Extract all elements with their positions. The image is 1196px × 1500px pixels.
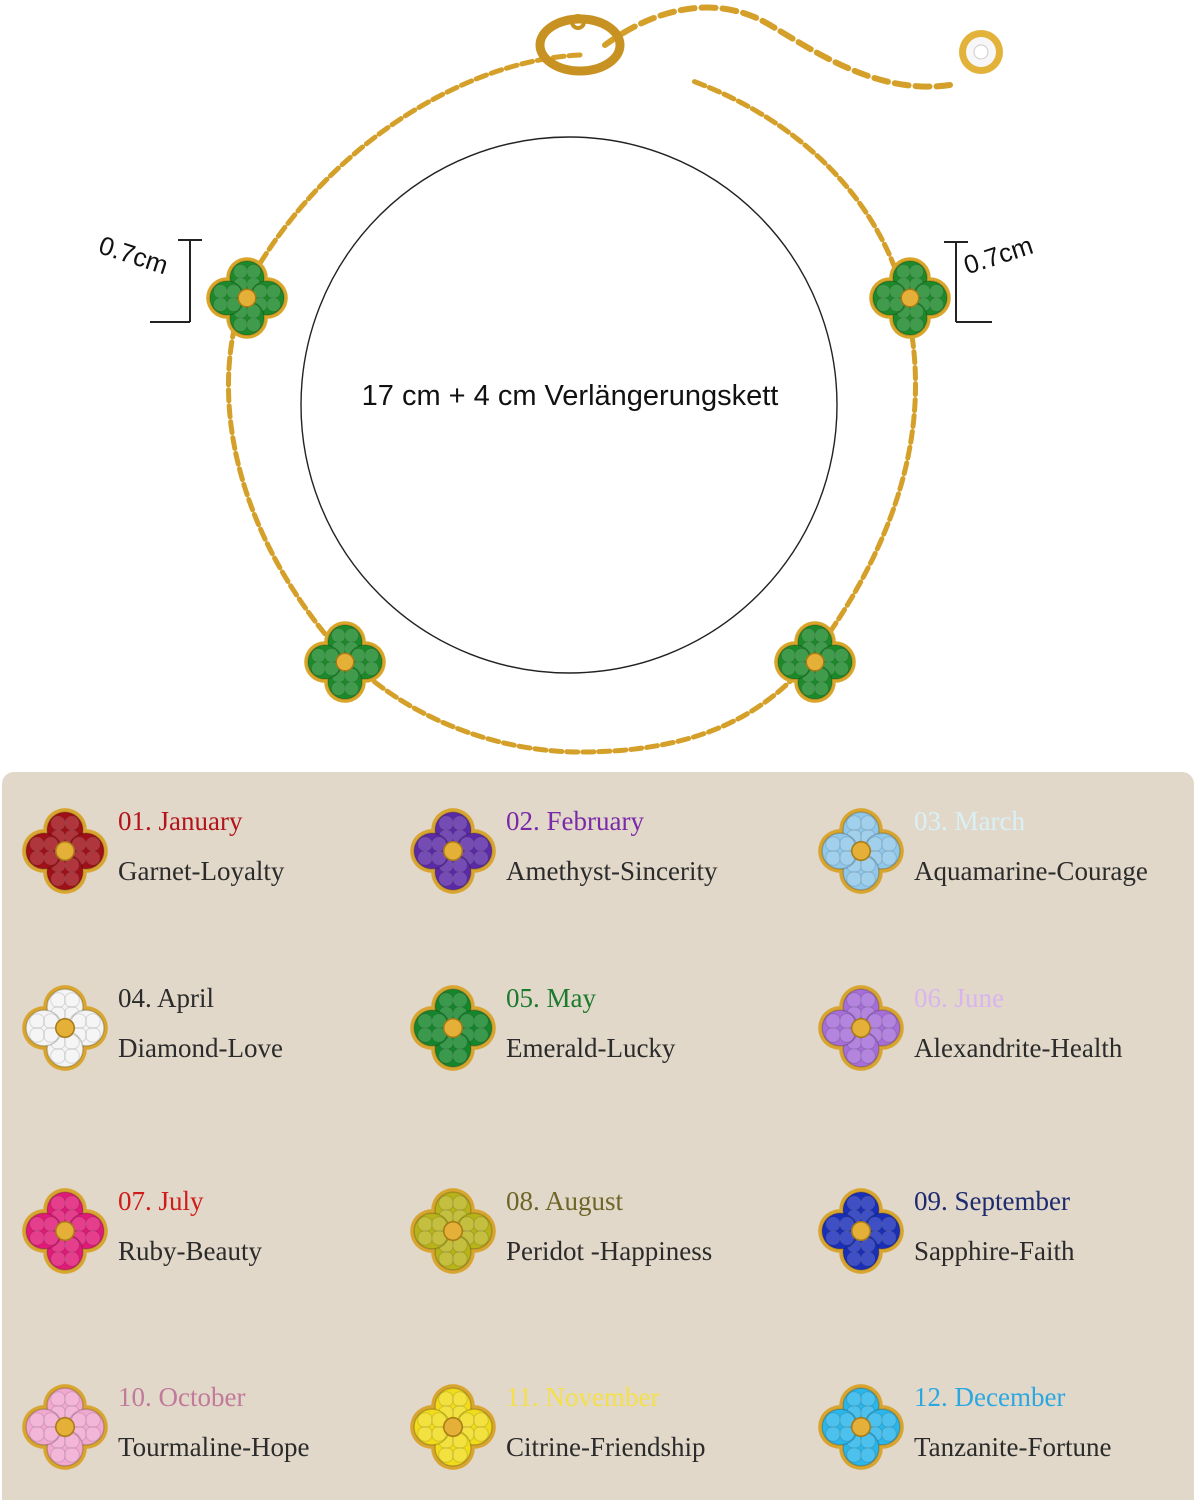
birthstone-clover-icon bbox=[818, 1188, 904, 1274]
birthstone-month: 02. February bbox=[506, 806, 644, 836]
birthstone-gem: Amethyst-Sincerity bbox=[506, 856, 718, 886]
birthstone-clover-icon bbox=[22, 808, 108, 894]
width-marker-right bbox=[944, 241, 992, 323]
birthstone-month: 04. April bbox=[118, 983, 215, 1013]
birthstone-gem: Emerald-Lucky bbox=[506, 1033, 676, 1063]
birthstone-month: 03. March bbox=[914, 806, 1025, 836]
birthstone-clover-icon bbox=[22, 1188, 108, 1274]
bracelet-clover-4 bbox=[774, 621, 856, 703]
birthstone-month: 10. October bbox=[118, 1382, 246, 1412]
birthstone-clover-icon bbox=[22, 1384, 108, 1470]
bracelet-clover-2 bbox=[869, 257, 951, 339]
bracelet-clover-3 bbox=[304, 621, 386, 703]
birthstone-gem: Sapphire-Faith bbox=[914, 1236, 1075, 1266]
birthstone-clover-icon bbox=[22, 985, 108, 1071]
birthstone-month: 11. November bbox=[506, 1382, 660, 1412]
birthstone-gem: Peridot -Happiness bbox=[506, 1236, 713, 1266]
birthstone-gem: Citrine-Friendship bbox=[506, 1432, 706, 1462]
lobster-clasp bbox=[535, 14, 625, 76]
bracelet-length-label: 17 cm + 4 cm Verlängerungskett bbox=[361, 380, 779, 412]
birthstone-clover-icon bbox=[410, 1384, 496, 1470]
birthstone-month: 01. January bbox=[118, 806, 243, 836]
charm-drop bbox=[959, 30, 1003, 74]
birthstone-month: 08. August bbox=[506, 1186, 624, 1216]
bracelet-product-image: 0.7cm 0.7cm 17 cm + 4 cm Verlängerungske… bbox=[95, 4, 1037, 755]
birthstone-clover-icon bbox=[818, 1384, 904, 1470]
birthstone-clover-icon bbox=[410, 985, 496, 1071]
birthstone-gem: Tanzanite-Fortune bbox=[914, 1432, 1112, 1462]
birthstone-clover-icon bbox=[818, 808, 904, 894]
birthstone-gem: Garnet-Loyalty bbox=[118, 856, 285, 886]
birthstone-clover-icon bbox=[410, 808, 496, 894]
birthstone-gem: Tourmaline-Hope bbox=[118, 1432, 310, 1462]
extender-chain bbox=[602, 4, 953, 90]
birthstone-month: 12. December bbox=[914, 1382, 1066, 1412]
birthstone-month: 09. September bbox=[914, 1186, 1070, 1216]
birthstone-month: 07. July bbox=[118, 1186, 204, 1216]
birthstone-gem: Ruby-Beauty bbox=[118, 1236, 262, 1266]
birthstone-gem: Aquamarine-Courage bbox=[914, 856, 1148, 886]
birthstone-clover-icon bbox=[818, 985, 904, 1071]
birthstone-month: 05. May bbox=[506, 983, 596, 1013]
birthstone-gem: Diamond-Love bbox=[118, 1033, 283, 1063]
bracelet-clover-1 bbox=[206, 257, 288, 339]
bracelet-illustration bbox=[150, 4, 1003, 755]
wrist-size-circle bbox=[300, 136, 838, 674]
birthstone-month: 06. June bbox=[914, 983, 1004, 1013]
width-marker-left bbox=[150, 239, 202, 323]
birthstone-gem: Alexandrite-Health bbox=[914, 1033, 1123, 1063]
birthstone-clover-icon bbox=[410, 1188, 496, 1274]
